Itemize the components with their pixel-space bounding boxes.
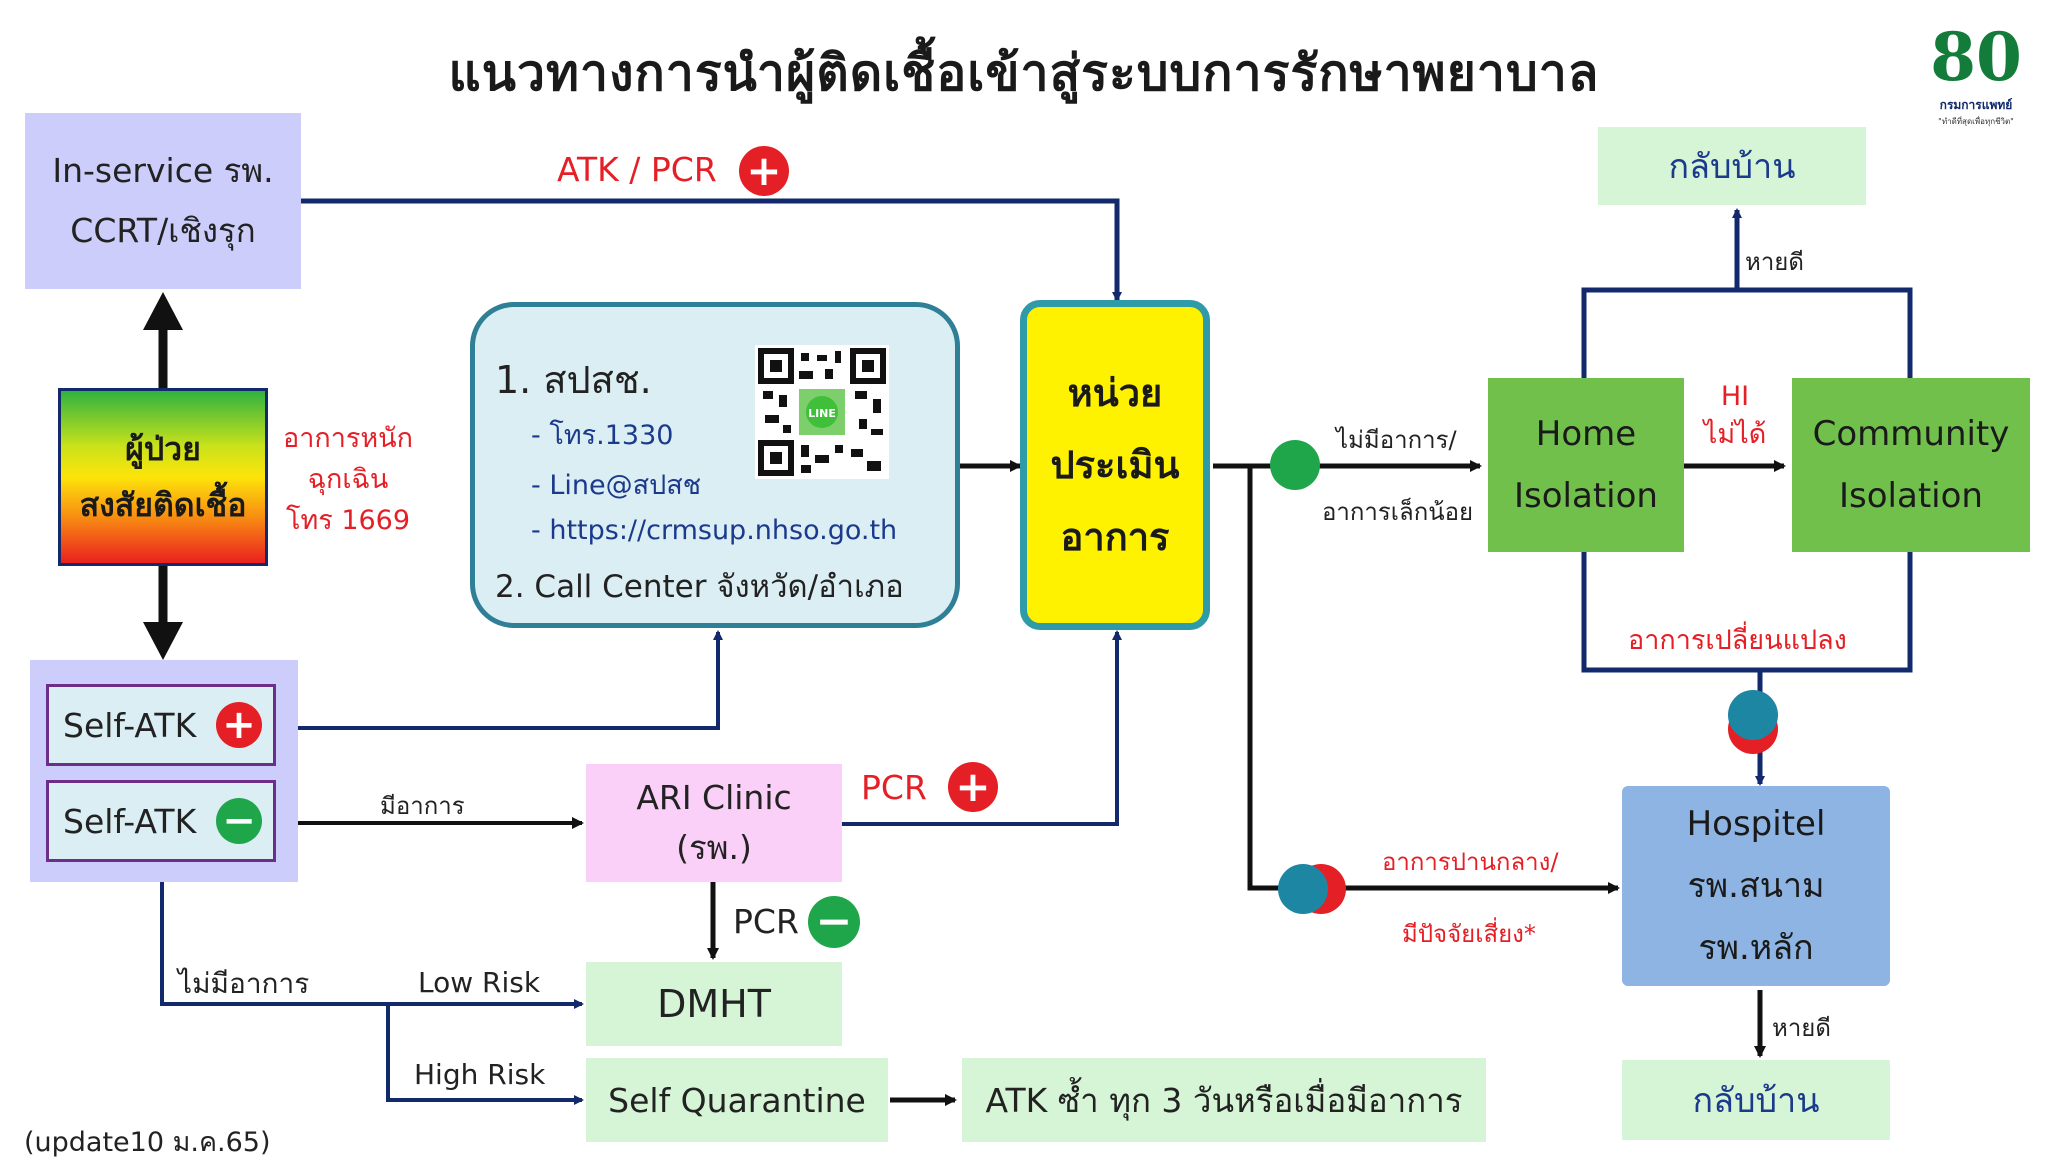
community-isolation-box: Community Isolation bbox=[1792, 378, 2030, 552]
assess-line3: อาการ bbox=[1060, 515, 1170, 559]
atk-pcr-label: ATK / PCR bbox=[557, 150, 717, 189]
severe-line1: อาการหนัก bbox=[283, 423, 413, 454]
hi-fail-line2: ไม่ได้ bbox=[1703, 419, 1767, 450]
ari-line2: (รพ.) bbox=[676, 828, 752, 867]
positive-icon: + bbox=[948, 762, 998, 812]
community-line2: Isolation bbox=[1839, 476, 1983, 516]
severe-label: อาการหนัก ฉุกเฉิน โทร 1669 bbox=[278, 418, 418, 541]
arrowhead-patient-down bbox=[143, 622, 183, 660]
patient-box: ผู้ป่วย สงสัยติดเชื้อ bbox=[58, 388, 268, 566]
self-atk-positive-label: Self-ATK bbox=[63, 705, 197, 745]
assess-line2: ประเมิน bbox=[1050, 443, 1180, 487]
recovered-top-label: หายดี bbox=[1745, 248, 1804, 276]
hi-fail-label: HI ไม่ได้ bbox=[1690, 378, 1780, 454]
logo-org: กรมการแพทย์ bbox=[1939, 98, 2013, 112]
nhso-heading: 1. สปสช. bbox=[495, 358, 652, 402]
line-nosymptom bbox=[160, 866, 584, 1009]
home-bottom-box: กลับบ้าน bbox=[1622, 1060, 1890, 1140]
positive-icon: + bbox=[216, 702, 262, 748]
hospitel-line1: Hospitel bbox=[1686, 804, 1826, 844]
line-inservice-assess bbox=[300, 198, 1122, 302]
logo-number: 80 bbox=[1930, 18, 2022, 96]
self-atk-positive-box: Self-ATK bbox=[46, 684, 276, 766]
hospitel-line2: รพ.สนาม bbox=[1687, 866, 1825, 906]
home-bottom-label: กลับบ้าน bbox=[1692, 1081, 1820, 1121]
ari-clinic-box: ARI Clinic (รพ.) bbox=[586, 764, 842, 882]
svg-text:LINE: LINE bbox=[808, 407, 836, 420]
home-top-label: กลับบ้าน bbox=[1668, 147, 1796, 187]
hi-fail-line1: HI bbox=[1720, 381, 1750, 412]
department-logo: 80 กรมการแพทย์ "ทำดีที่สุดเพื่อทุกชีวิต" bbox=[1926, 18, 2026, 130]
ari-line1: ARI Clinic bbox=[636, 778, 792, 817]
assessment-box: หน่วย ประเมิน อาการ bbox=[1020, 300, 1210, 630]
nhso-box: 1. สปสช. - โทร.1330 - Line@สปสช - https:… bbox=[470, 302, 960, 628]
mild-line2: อาการเล็กน้อย bbox=[1322, 498, 1474, 526]
hospitel-box: Hospitel รพ.สนาม รพ.หลัก bbox=[1622, 786, 1890, 986]
changed-label: อาการเปลี่ยนแปลง bbox=[1628, 625, 1847, 656]
moderate-teal-dot bbox=[1278, 864, 1328, 914]
self-quarantine-label: Self Quarantine bbox=[608, 1080, 866, 1120]
home-top-box: กลับบ้าน bbox=[1598, 127, 1866, 205]
logo-motto: "ทำดีที่สุดเพื่อทุกชีวิต" bbox=[1938, 117, 2014, 126]
atk-repeat-label: ATK ซ้ำ ทุก 3 วันหรือเมื่อมีอาการ bbox=[985, 1080, 1463, 1120]
inservice-line1: In-service รพ. bbox=[52, 151, 274, 190]
line-assess-hospitel bbox=[1247, 466, 1620, 894]
line-ari-assess bbox=[842, 630, 1122, 826]
pcr-positive-label: PCR bbox=[861, 768, 927, 807]
assess-line1: หน่วย bbox=[1067, 371, 1163, 415]
nhso-url[interactable]: - https://crmsup.nhso.go.th bbox=[531, 515, 898, 546]
inservice-line2: CCRT/เชิงรุก bbox=[70, 211, 256, 250]
self-atk-negative-label: Self-ATK bbox=[63, 801, 197, 841]
nhso-callcenter: 2. Call Center จังหวัด/อำเภอ bbox=[495, 569, 904, 605]
high-risk-label: High Risk bbox=[414, 1058, 546, 1091]
home-isolation-box: Home Isolation bbox=[1488, 378, 1684, 552]
has-symptom-label: มีอาการ bbox=[380, 792, 465, 820]
line-highrisk bbox=[386, 1004, 584, 1105]
update-label: (update10 ม.ค.65) bbox=[24, 1127, 271, 1158]
mild-status-dot bbox=[1270, 440, 1320, 490]
recovered-bottom-label: หายดี bbox=[1772, 1014, 1831, 1042]
hospitel-line3: รพ.หลัก bbox=[1698, 928, 1814, 968]
negative-icon: − bbox=[808, 896, 860, 948]
home-line2: Isolation bbox=[1514, 476, 1658, 516]
patient-line2: สงสัยติดเชื้อ bbox=[79, 486, 247, 524]
atk-repeat-box: ATK ซ้ำ ทุก 3 วันหรือเมื่อมีอาการ bbox=[962, 1058, 1486, 1142]
dmht-label: DMHT bbox=[657, 982, 771, 1026]
page-title: แนวทางการนำผู้ติดเชื้อเข้าสู่ระบบการรักษ… bbox=[448, 44, 1600, 102]
nhso-line: - Line@สปสช bbox=[531, 470, 702, 501]
line-selfatk-nhso bbox=[276, 630, 723, 730]
moderate-line1: อาการปานกลาง/ bbox=[1382, 848, 1559, 876]
line-isolation-loop-bottom bbox=[1581, 550, 1913, 673]
changed-teal-dot bbox=[1728, 690, 1778, 740]
dmht-box: DMHT bbox=[586, 962, 842, 1046]
severe-line2: ฉุกเฉิน bbox=[307, 464, 389, 495]
low-risk-label: Low Risk bbox=[418, 966, 541, 999]
pcr-negative-label: PCR bbox=[733, 902, 799, 941]
qr-code-icon[interactable]: LINE bbox=[755, 345, 889, 479]
no-symptom-label: ไม่มีอาการ bbox=[178, 967, 310, 1000]
severe-line3: โทร 1669 bbox=[285, 505, 411, 536]
line-isolation-loop bbox=[1581, 287, 1913, 378]
community-line1: Community bbox=[1812, 414, 2010, 454]
self-atk-negative-box: Self-ATK bbox=[46, 780, 276, 862]
positive-icon: + bbox=[739, 146, 789, 196]
mild-line1: ไม่มีอาการ/ bbox=[1336, 426, 1457, 454]
negative-icon: − bbox=[216, 798, 262, 844]
moderate-line2: มีปัจจัยเสี่ยง* bbox=[1402, 920, 1536, 948]
patient-line1: ผู้ป่วย bbox=[125, 430, 201, 468]
self-quarantine-box: Self Quarantine bbox=[586, 1058, 888, 1142]
arrowhead-patient-up bbox=[143, 292, 183, 330]
inservice-box: In-service รพ. CCRT/เชิงรุก bbox=[25, 113, 301, 289]
home-line1: Home bbox=[1535, 414, 1637, 454]
nhso-phone: - โทร.1330 bbox=[531, 420, 674, 451]
